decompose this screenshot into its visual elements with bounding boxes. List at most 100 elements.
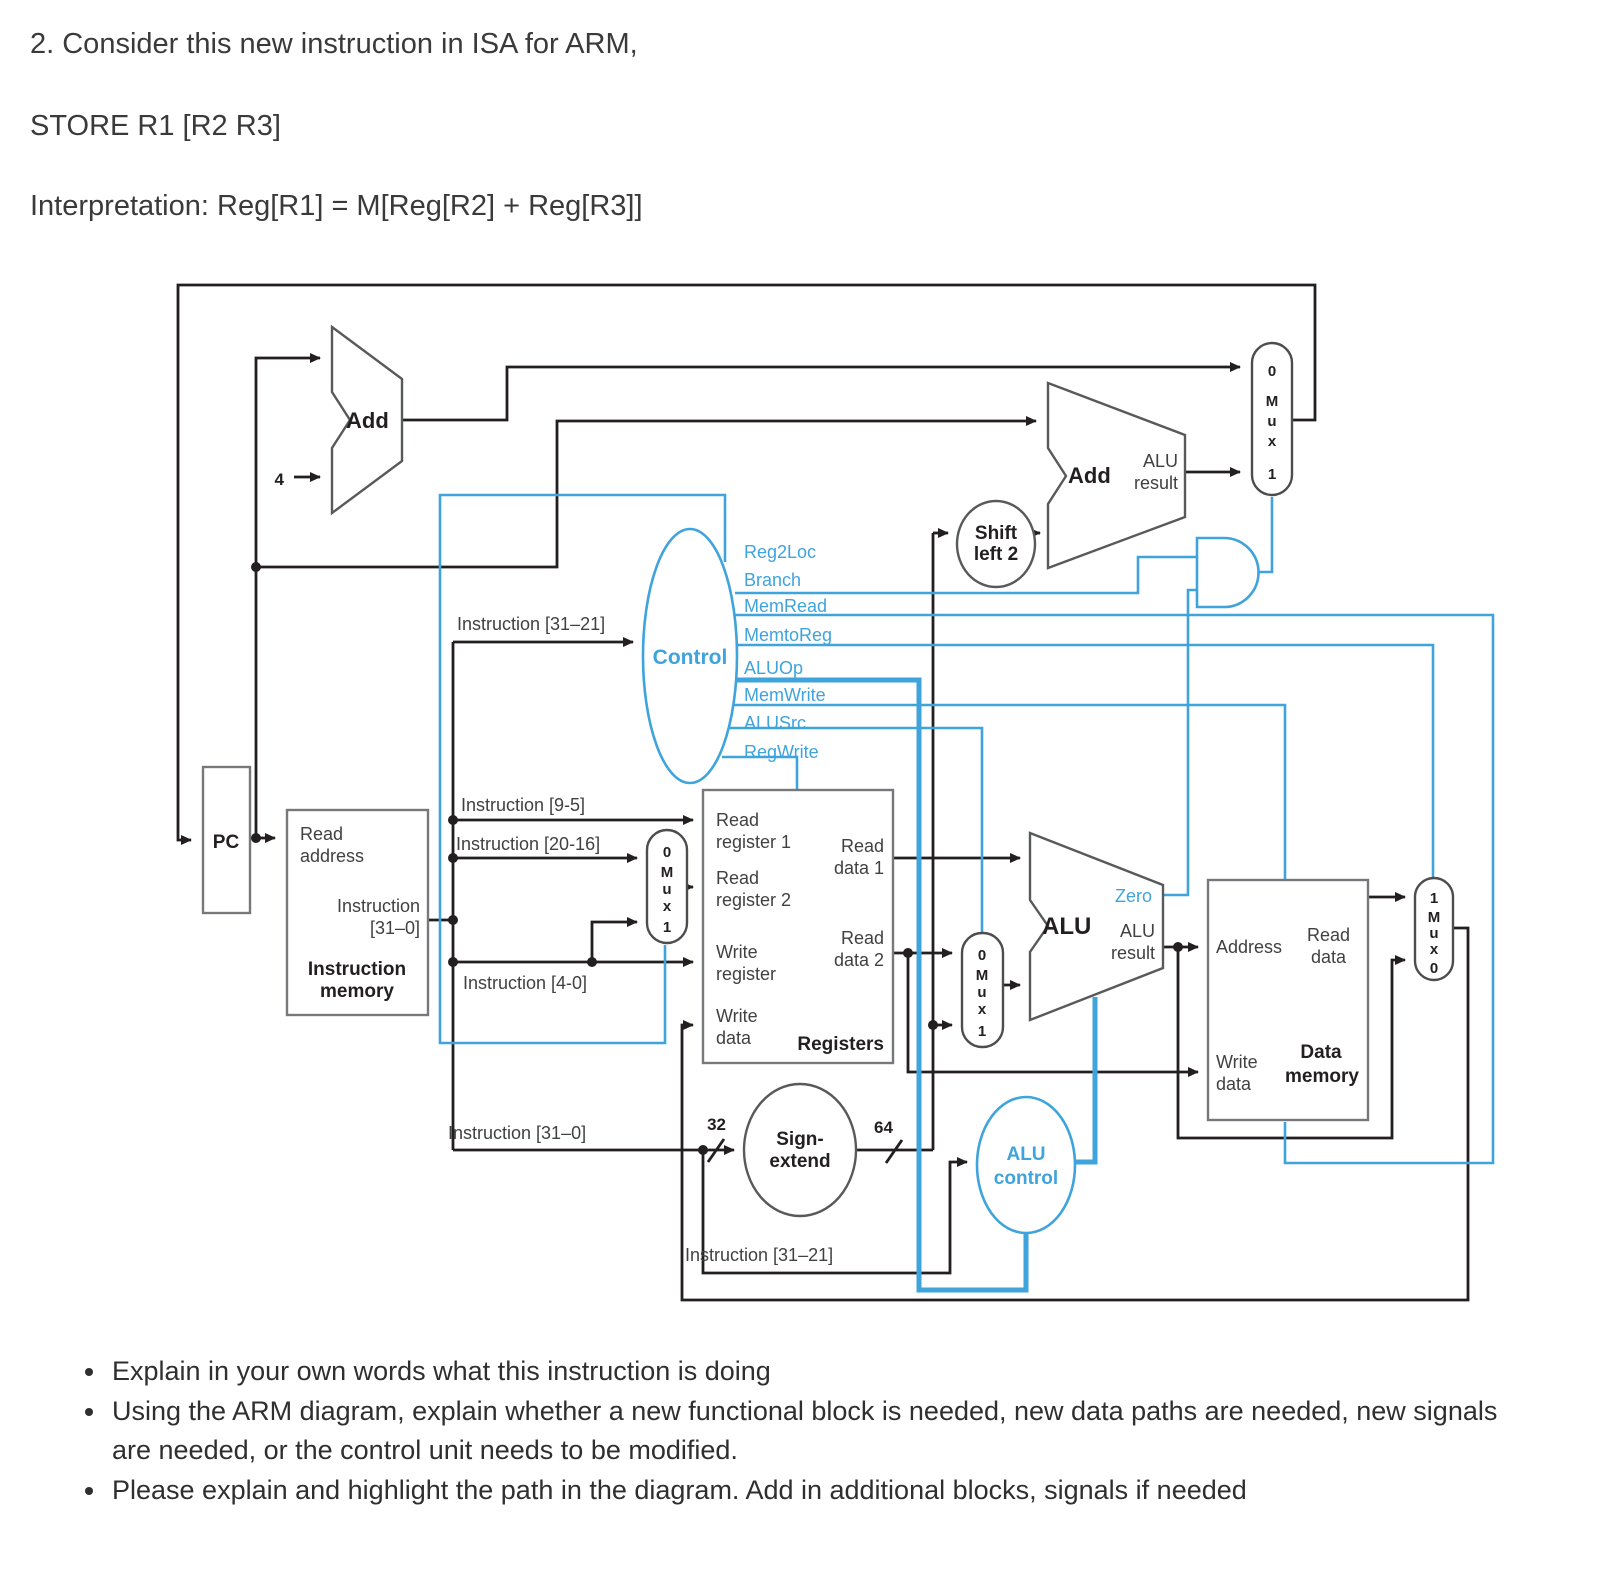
sign-extend-shape	[742, 1082, 858, 1218]
mux-pcsrc-1: 1	[1268, 466, 1276, 483]
wire-branch	[735, 555, 1196, 595]
label-instr-31-21-b: Instruction [31–21]	[685, 1245, 833, 1265]
mux-reg2loc-1: 1	[663, 919, 671, 936]
mux-memtoreg-x: x	[1430, 941, 1439, 958]
mux-memtoreg-shape	[1413, 876, 1455, 982]
const-4-label: 4	[275, 470, 285, 489]
control-signal-labels: Reg2Loc Branch MemRead MemtoReg ALUOp Me…	[744, 542, 832, 762]
junction-4-0-split	[587, 957, 597, 967]
wire-memtoreg	[735, 643, 1435, 880]
imem-instruction-label2: [31–0]	[370, 918, 420, 938]
registers-name: Registers	[797, 1034, 884, 1055]
junction-pc-out	[251, 833, 261, 843]
dmem-write-data-label2: data	[1216, 1074, 1252, 1094]
mux-memtoreg: 1 M u x 0	[1413, 876, 1455, 982]
wire-memread	[735, 613, 1495, 1165]
pc-adder-shape	[330, 324, 404, 516]
mux-reg2loc-x: x	[663, 898, 672, 915]
label-instr-9-5: Instruction [9-5]	[461, 795, 585, 815]
mux-pcsrc: 0 M u x 1	[1250, 341, 1294, 497]
sign-extend-oval: Sign- extend 32 64	[707, 1082, 893, 1218]
wire-regwrite	[722, 755, 799, 792]
bits-32-label: 32	[707, 1115, 726, 1134]
branch-add-block: Add ALU result	[1046, 381, 1187, 570]
reg-read-register-2b: register 2	[716, 890, 791, 910]
pc-add-block: Add 4	[275, 324, 404, 516]
mux-reg2loc-shape	[645, 828, 689, 945]
mux-pcsrc-shape	[1250, 341, 1294, 497]
mux-alusrc: 0 M u x 1	[960, 931, 1005, 1049]
reg-read-data-2: Read	[841, 928, 884, 948]
registers-block: Read register 1 Read register 2 Write re…	[701, 788, 895, 1065]
slash-32-bits	[706, 1138, 726, 1163]
junction-signext	[928, 1020, 938, 1030]
mux-pcsrc-m: M	[1266, 393, 1279, 410]
mux-alusrc-0: 0	[978, 947, 986, 964]
instruction-memory-block: Read address Instruction [31–0] Instruct…	[285, 808, 430, 1017]
data-memory-box	[1206, 878, 1370, 1122]
task-list: Explain in your own words what this inst…	[78, 1352, 1518, 1511]
wire-aluop	[733, 677, 1029, 1293]
shift-left-2-shape	[955, 499, 1037, 589]
signal-alusrc: ALUSrc	[744, 713, 806, 733]
wire-memwrite	[731, 703, 1287, 882]
task-bullet-2: Using the ARM diagram, explain whether a…	[108, 1392, 1518, 1470]
branch-adder-shape	[1046, 381, 1187, 570]
reg-read-register-1b: register 1	[716, 832, 791, 852]
dmem-name: Data	[1300, 1042, 1342, 1063]
branch-adder-out-label: ALU	[1143, 451, 1178, 471]
mux-memtoreg-1: 1	[1430, 890, 1438, 907]
alu-control-label2: control	[994, 1168, 1058, 1189]
bits-64-label: 64	[874, 1118, 893, 1137]
shift-left-2-label: Shift	[975, 523, 1018, 544]
imem-read-address-label: Read	[300, 824, 343, 844]
mux-alusrc-shape	[960, 931, 1005, 1049]
mux-alusrc-u: u	[977, 984, 986, 1001]
signal-memwrite: MemWrite	[744, 685, 826, 705]
control-label: Control	[653, 646, 728, 669]
task-bullet-3: Please explain and highlight the path in…	[108, 1471, 1518, 1510]
task-text-1: Explain in your own words what this inst…	[112, 1356, 771, 1386]
mux-alusrc-x: x	[978, 1001, 987, 1018]
data-memory-block: Address Read data Write data Data memory	[1206, 878, 1370, 1122]
imem-name: Instruction	[308, 959, 406, 980]
mux-memtoreg-m: M	[1428, 909, 1441, 926]
junction-rd2	[903, 948, 913, 958]
sign-extend-label: Sign-	[776, 1129, 824, 1150]
alu-label: ALU	[1042, 913, 1091, 940]
wire-alusrc	[728, 726, 984, 935]
junction-alu-result	[1173, 942, 1183, 952]
label-instr-20-16: Instruction [20-16]	[456, 834, 600, 854]
mux-memtoreg-0: 0	[1430, 960, 1438, 977]
alu-zero-label: Zero	[1115, 886, 1152, 906]
pc-adder-label: Add	[346, 408, 389, 433]
junction-bus-20-16	[448, 853, 458, 863]
imem-instruction-label: Instruction	[337, 896, 420, 916]
reg-read-register-1: Read	[716, 810, 759, 830]
control-wires	[438, 493, 1495, 1293]
junction-pc-branch	[251, 562, 261, 572]
reg-write-data-b: data	[716, 1028, 752, 1048]
wire-and-out	[1259, 497, 1274, 574]
and-gate	[1195, 536, 1260, 609]
mux-pcsrc-x: x	[1268, 433, 1277, 450]
wire-pc-feedback	[176, 283, 1317, 845]
branch-adder-out-label2: result	[1134, 473, 1178, 493]
control-oval: Control	[641, 527, 739, 785]
mux-alusrc-1: 1	[978, 1023, 986, 1040]
reg-read-data-2b: data 2	[834, 950, 884, 970]
reg-write-data: Write	[716, 1006, 758, 1026]
pc-label: PC	[213, 832, 240, 853]
label-instr-4-0: Instruction [4-0]	[463, 973, 587, 993]
alu-control-label: ALU	[1006, 1144, 1045, 1165]
signal-aluop: ALUOp	[744, 658, 803, 678]
alu-result-label2: result	[1111, 943, 1155, 963]
wire-pc-to-add4	[254, 353, 321, 567]
wire-pc-plus-4	[402, 362, 1241, 422]
signal-branch: Branch	[744, 570, 801, 590]
dmem-read-data-label2: data	[1311, 947, 1347, 967]
mux-memtoreg-u: u	[1429, 925, 1438, 942]
signal-memtoreg: MemtoReg	[744, 625, 832, 645]
mux-pcsrc-u: u	[1267, 413, 1276, 430]
